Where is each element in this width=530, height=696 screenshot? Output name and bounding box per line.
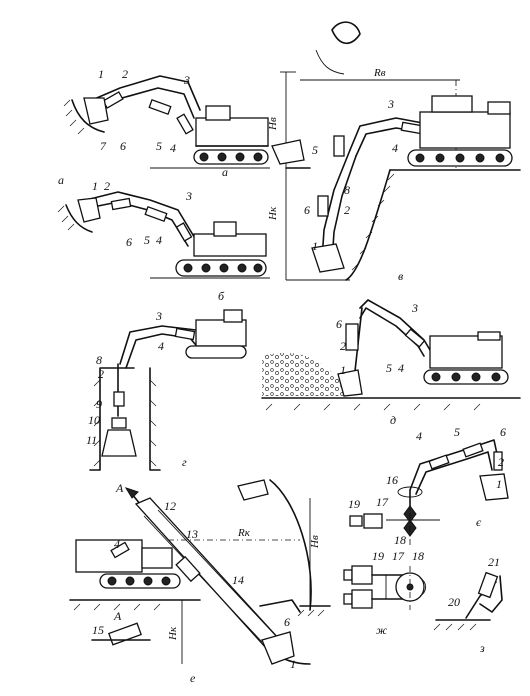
label-ye-18: 18 (394, 533, 406, 547)
caption-g: г (182, 455, 187, 469)
label-e-13: 13 (186, 527, 198, 541)
label-ye-5: 5 (454, 425, 460, 439)
label-e-12: 12 (164, 499, 176, 513)
label-b-4: 4 (156, 233, 162, 247)
caption-a: а (222, 165, 228, 179)
label-a-2: 2 (122, 67, 128, 81)
caption-z: з (479, 641, 485, 655)
panel-zh: 19 17 18 ж (343, 549, 427, 637)
label-zh-17: 17 (392, 549, 405, 563)
label-v-2: 2 (344, 203, 350, 217)
label-v-4: 4 (392, 141, 398, 155)
label-e-6: 6 (284, 615, 290, 629)
label-ye-1: 1 (496, 477, 502, 491)
label-a-4: 4 (170, 141, 176, 155)
label-b-a: a (58, 173, 64, 187)
label-e-1: 1 (290, 657, 296, 671)
label-b-6: 6 (126, 235, 132, 249)
panel-z: 21 20 з (433, 555, 503, 655)
dim-e-Rk: Rк (237, 527, 251, 539)
label-ye-17: 17 (376, 495, 389, 509)
caption-v: в (398, 269, 403, 283)
label-v-5: 5 (312, 143, 318, 157)
dim-v-Rv: Rв (373, 67, 386, 79)
label-d-1: 1 (340, 363, 346, 377)
label-g-10: 10 (88, 413, 100, 427)
caption-zh: ж (376, 623, 387, 637)
caption-b: б (218, 289, 225, 303)
label-g-11: 11 (86, 433, 97, 447)
caption-ye: є (476, 515, 482, 529)
panel-g: 2 3 4 8 9 10 11 г (86, 309, 247, 471)
panel-ye: 1 2 4 5 6 16 17 18 19 є (348, 425, 509, 547)
label-d-5: 5 (386, 361, 392, 375)
label-d-6: 6 (336, 317, 342, 331)
label-g-3: 3 (155, 309, 162, 323)
label-z-20: 20 (448, 595, 460, 609)
label-ye-19: 19 (348, 497, 360, 511)
label-e-section-bottom: A (113, 609, 122, 623)
label-z-21: 21 (488, 555, 500, 569)
label-a-7: 7 (100, 139, 107, 153)
dim-v-Hv: Hв (267, 117, 279, 131)
caption-e: е (190, 671, 196, 685)
label-e-15: 15 (92, 623, 104, 637)
label-ye-2: 2 (498, 455, 504, 469)
dim-e-Hv: Hв (309, 535, 321, 549)
label-b-5: 5 (144, 233, 150, 247)
label-v-8: 8 (344, 183, 350, 197)
label-g-8: 8 (96, 353, 102, 367)
label-b-2: 2 (104, 179, 110, 193)
label-a-3: 3 (183, 73, 190, 87)
label-ye-6: 6 (500, 425, 506, 439)
panel-b: a 1 2 3 4 5 6 б (57, 173, 270, 303)
label-e-4: 4 (114, 537, 120, 551)
panel-d: 1 2 3 4 5 6 д (261, 299, 521, 427)
dim-e-Hk: Hк (167, 626, 179, 641)
label-e-14: 14 (232, 573, 244, 587)
label-a-1: 1 (98, 67, 104, 81)
caption-d: д (390, 413, 396, 427)
label-g-2: 2 (98, 367, 104, 381)
label-g-9: 9 (96, 397, 102, 411)
label-e-section-top: A (115, 481, 124, 495)
label-d-2: 2 (340, 339, 346, 353)
label-v-1: 1 (312, 239, 318, 253)
label-d-3: 3 (411, 301, 418, 315)
label-d-4: 4 (398, 361, 404, 375)
panel-e: A Hв Rк Hк A 15 (69, 479, 331, 685)
label-a-6: 6 (120, 139, 126, 153)
panel-v: Rв Hв Hк 1 2 3 4 5 6 (267, 21, 521, 283)
label-g-4: 4 (158, 339, 164, 353)
label-ye-4: 4 (416, 429, 422, 443)
label-v-3: 3 (387, 97, 394, 111)
label-b-1: 1 (92, 179, 98, 193)
label-a-5: 5 (156, 139, 162, 153)
label-v-6: 6 (304, 203, 310, 217)
label-b-3: 3 (185, 189, 192, 203)
dim-v-Hk: Hк (267, 206, 279, 221)
label-ye-16: 16 (386, 473, 398, 487)
label-zh-19: 19 (372, 549, 384, 563)
panel-a: 1 2 3 4 5 6 7 а (63, 67, 270, 179)
label-zh-18: 18 (412, 549, 424, 563)
